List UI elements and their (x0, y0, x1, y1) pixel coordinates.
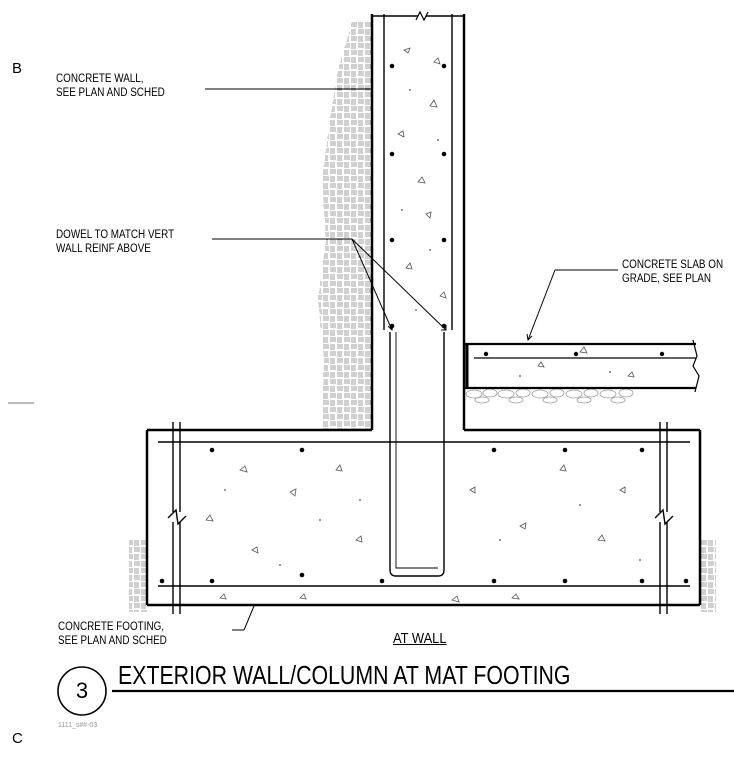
wall-vertical-reinforcement (383, 14, 453, 330)
note-footing: CONCRETE FOOTING, SEE PLAN AND SCHED (58, 621, 167, 647)
detail-number: 3 (75, 678, 89, 703)
grid-mark-top: B (12, 60, 23, 77)
note-concrete-wall: CONCRETE WALL, SEE PLAN AND SCHED (56, 73, 165, 99)
slab-bars (483, 351, 665, 357)
detail-number-circle (57, 666, 107, 716)
concrete-aggregate (205, 47, 635, 603)
detail-subtitle: AT WALL (393, 630, 447, 647)
mat-footing (145, 428, 702, 607)
dowel-bar (389, 332, 445, 577)
slab-on-grade (464, 339, 700, 393)
wall-horizontal-bars (389, 63, 447, 329)
footing-bars (159, 447, 689, 584)
soil-hatch (129, 22, 716, 612)
note-slab: CONCRETE SLAB ON GRADE, SEE PLAN (622, 259, 724, 285)
detail-title: EXTERIOR WALL/COLUMN AT MAT FOOTING (118, 660, 571, 690)
gravel-base (465, 388, 634, 404)
concrete-specks (224, 89, 641, 566)
note-dowel: DOWEL TO MATCH VERT WALL REINF ABOVE (56, 229, 175, 255)
grid-mark-bottom: C (12, 730, 23, 747)
footing-vertical-bars (167, 422, 674, 614)
file-id: 1111_s##-03 (58, 722, 98, 729)
concrete-wall (370, 10, 466, 430)
title-bar (57, 666, 734, 716)
leader-lines (205, 88, 618, 631)
